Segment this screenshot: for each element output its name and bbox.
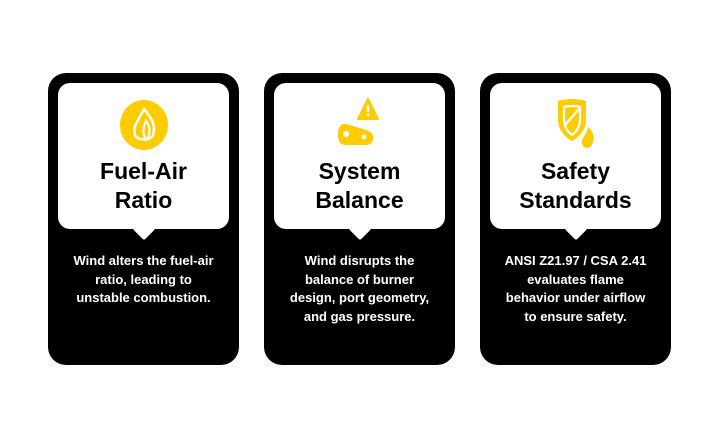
card-system-balance: System Balance Wind disrupts the balance… [264,73,455,365]
card-description: Wind disrupts the balance of burner desi… [289,253,430,324]
card-fuel-air-ratio: Fuel-Air Ratio Wind alters the fuel-air … [48,73,239,365]
card-description: ANSI Z21.97 / CSA 2.41 evaluates flame b… [504,253,647,324]
card-title-line: Standards [519,187,632,213]
card-safety-standards: Safety Standards ANSI Z21.97 / CSA 2.41 … [480,73,671,365]
card-title-line: Balance [315,187,404,213]
card-header: Safety Standards [490,83,661,229]
card-title-line: Ratio [114,187,173,213]
card-header: System Balance [274,83,445,229]
card-title-line: Safety [540,158,611,184]
card-title-line: Fuel-Air [100,158,187,184]
card-header: Fuel-Air Ratio [58,83,229,229]
shield-flame-icon [557,99,596,150]
burner-warning-icon [337,98,379,145]
flame-icon [119,100,168,150]
card-description: Wind alters the fuel-air ratio, leading … [73,253,214,305]
card-title-line: System [318,158,401,184]
